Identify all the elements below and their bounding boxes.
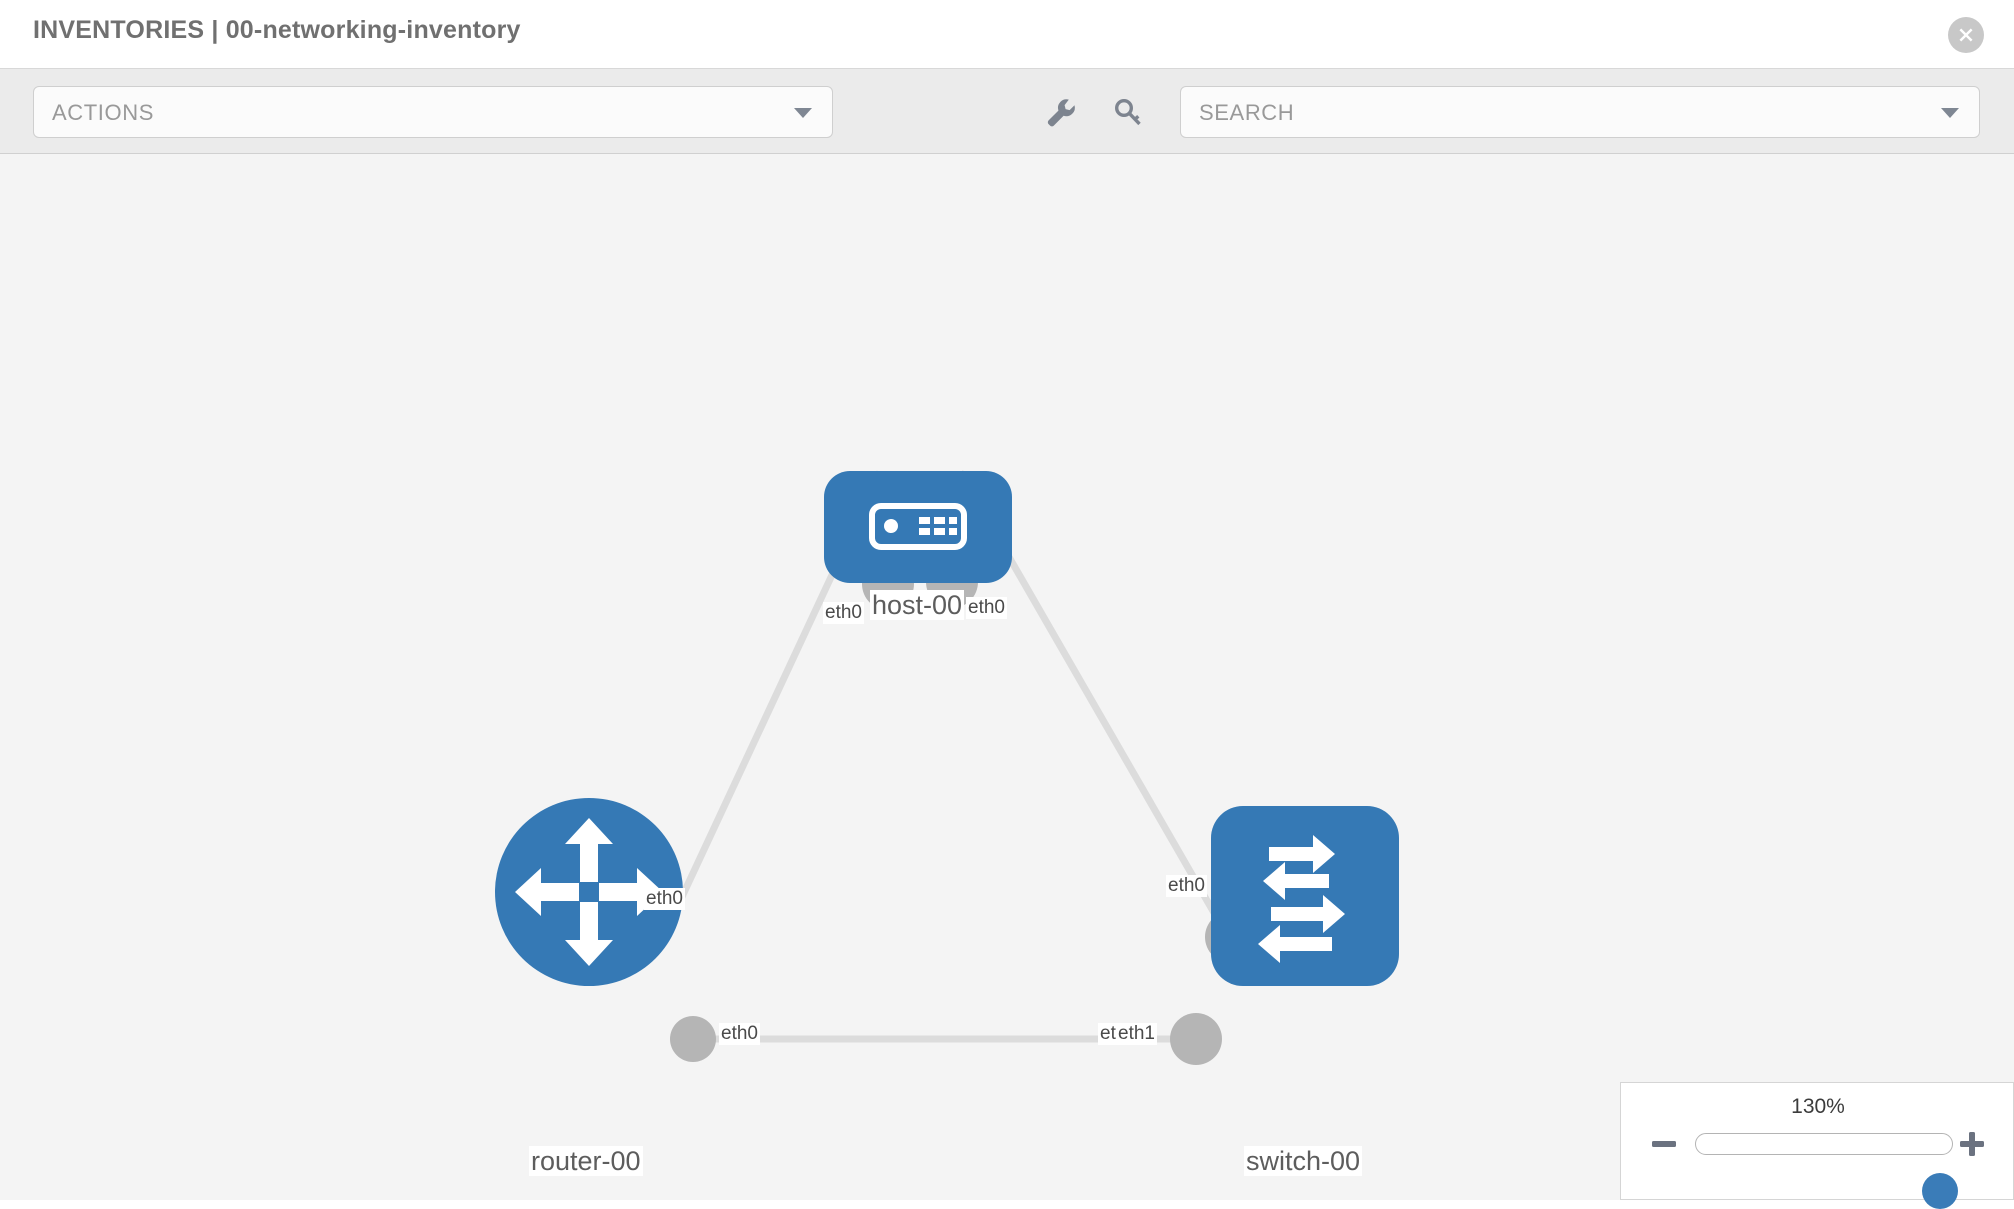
chevron-down-icon[interactable] (1941, 108, 1959, 118)
search-placeholder: SEARCH (1199, 100, 1295, 125)
iface-label: eth1 (1116, 1023, 1157, 1045)
iface-label: eth0 (719, 1023, 760, 1045)
iface-label: eth0 (823, 602, 864, 624)
zoom-out-button[interactable] (1649, 1129, 1679, 1159)
actions-dropdown[interactable]: ACTIONS (33, 86, 833, 138)
zoom-control-panel: 130% (1620, 1082, 2014, 1209)
connector-router00-east (670, 1016, 716, 1062)
zoom-slider[interactable] (1695, 1133, 1958, 1209)
iface-label: eth0 (1166, 875, 1207, 897)
search-input[interactable]: SEARCH (1180, 86, 1980, 138)
node-switch-00-shape[interactable] (1211, 806, 1399, 986)
topology-canvas[interactable]: eth0 eth0 eth0 eth0 eth0 eth0 eth1 host-… (0, 154, 2014, 1200)
switch-arrows-icon (1258, 835, 1345, 963)
toolbar: ACTIONS SEARCH (0, 68, 2014, 154)
node-host-00-shape[interactable] (824, 471, 1012, 583)
connector-switch00-west (1170, 1013, 1222, 1065)
node-host-00[interactable] (824, 471, 1012, 583)
key-icon (1114, 98, 1141, 126)
zoom-in-button[interactable] (1957, 1129, 1987, 1159)
close-icon (1959, 28, 1973, 42)
wrench-icon (1047, 99, 1075, 127)
zoom-slider-thumb[interactable] (1922, 1173, 1958, 1209)
plus-icon (1960, 1132, 1984, 1156)
node-router-00-shape[interactable] (495, 798, 683, 986)
iface-label: eth0 (966, 597, 1007, 619)
node-label-router-00: router-00 (529, 1146, 643, 1177)
key-button[interactable] (1108, 93, 1148, 133)
close-button[interactable] (1948, 17, 1984, 53)
node-label-switch-00: switch-00 (1244, 1146, 1363, 1177)
chevron-down-icon (794, 108, 812, 118)
zoom-level-value: 130% (1791, 1095, 1845, 1118)
wrench-button[interactable] (1040, 93, 1080, 133)
node-switch-00[interactable] (1211, 806, 1399, 986)
node-label-host-00: host-00 (870, 590, 965, 621)
actions-dropdown-label: ACTIONS (52, 100, 154, 125)
connector-layer (670, 556, 1257, 1065)
minus-icon (1652, 1141, 1676, 1147)
page-title: INVENTORIES | 00-networking-inventory (33, 16, 521, 44)
iface-label: eth0 (644, 888, 685, 910)
server-appliance-icon (869, 503, 967, 550)
topology-graph (495, 470, 1399, 1065)
page-header: INVENTORIES | 00-networking-inventory (0, 0, 2014, 68)
